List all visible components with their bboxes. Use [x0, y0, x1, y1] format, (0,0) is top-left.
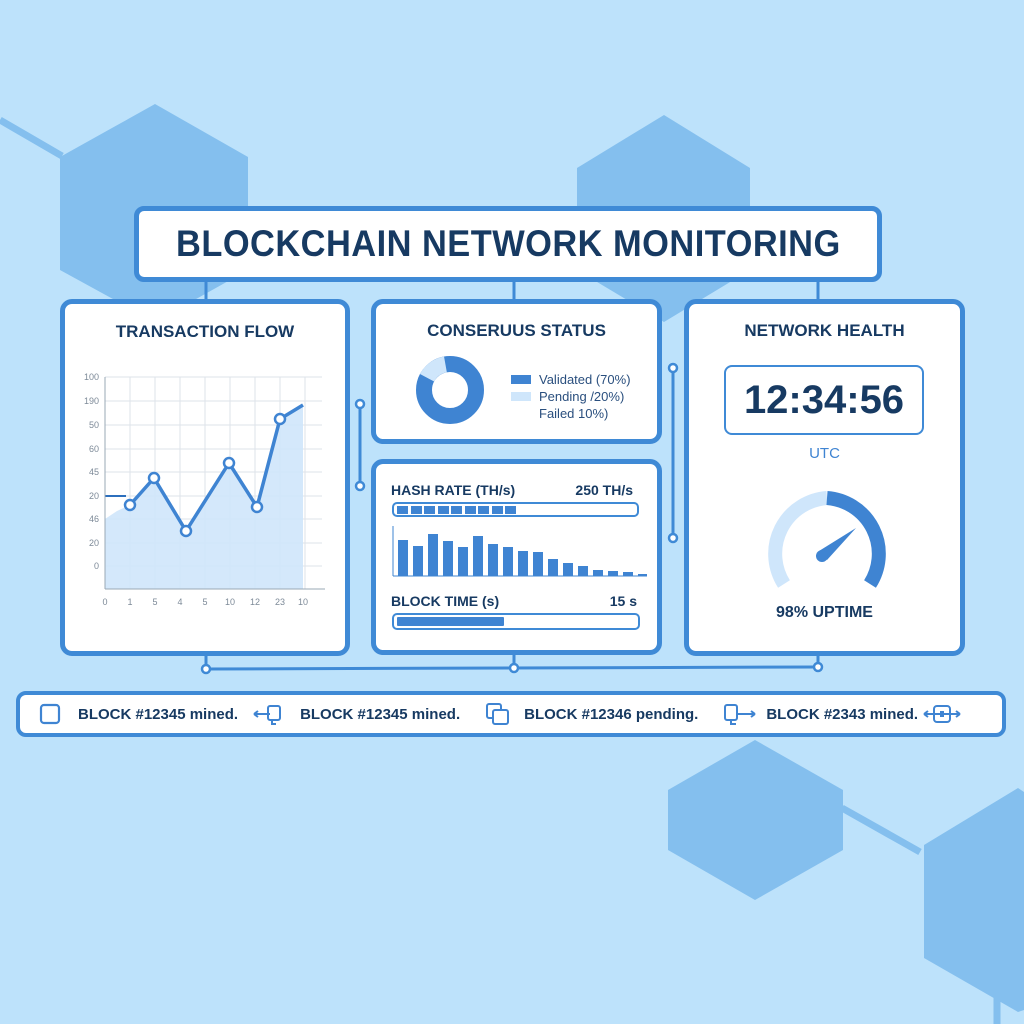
svg-text:50: 50 [89, 420, 99, 430]
svg-text:60: 60 [89, 444, 99, 454]
block-time-progress-fill [397, 617, 505, 626]
legend-validated: Validated (70%) [511, 371, 631, 388]
legend-swatch-validated [511, 375, 531, 384]
header-title-box: BLOCKCHAIN NETWORK MONITORING [134, 206, 882, 282]
block-time-label: BLOCK TIME (s) [391, 593, 500, 609]
svg-text:20: 20 [89, 538, 99, 548]
hash-rate-value: 250 TH/s [575, 482, 633, 498]
svg-text:5: 5 [152, 597, 157, 607]
svg-text:190: 190 [84, 396, 99, 406]
link-out-icon [722, 702, 758, 726]
consensus-status-title: CONSERUUS STATUS [427, 321, 606, 340]
transaction-flow-chart: 100 190 50 60 45 20 46 20 0 0 1 5 4 5 10… [84, 372, 325, 607]
feed-item[interactable]: BLOCK #12346 pending. [484, 702, 698, 726]
consensus-donut-chart [416, 356, 484, 424]
network-health-panel: NETWORK HEALTH 12:34:56 UTC 98% UPTIME [684, 299, 965, 656]
svg-text:45: 45 [89, 467, 99, 477]
svg-text:1: 1 [127, 597, 132, 607]
hash-rate-label: HASH RATE (TH/s) [391, 482, 516, 498]
svg-text:0: 0 [102, 597, 107, 607]
svg-text:4: 4 [177, 597, 182, 607]
svg-text:12: 12 [250, 597, 260, 607]
svg-text:10: 10 [298, 597, 308, 607]
block-time-value: 15 s [609, 593, 637, 609]
svg-text:100: 100 [84, 372, 99, 382]
square-icon [36, 702, 64, 726]
svg-text:0: 0 [94, 561, 99, 571]
svg-text:20: 20 [89, 491, 99, 501]
transaction-flow-panel: TRANSACTION FLOW [60, 299, 350, 656]
transaction-flow-title: TRANSACTION FLOW [115, 322, 295, 341]
feed-item[interactable]: BLOCK #2343 mined. [722, 702, 962, 726]
legend-pending: Pending /20%) [511, 388, 631, 405]
hash-rate-segment-bar [392, 502, 639, 517]
block-activity-feed: BLOCK #12345 mined. BLOCK #12345 mined. … [16, 691, 1006, 737]
transfer-icon [922, 702, 962, 726]
consensus-status-panel: CONSERUUS STATUS Validated (70%) Pending… [371, 299, 662, 444]
timezone-label: UTC [809, 445, 840, 462]
consensus-legend: Validated (70%) Pending /20%) Failed 10%… [511, 371, 631, 422]
svg-text:5: 5 [202, 597, 207, 607]
legend-swatch-pending [511, 392, 531, 401]
uptime-label: 98% UPTIME [776, 604, 873, 621]
feed-item[interactable]: BLOCK #12345 mined. [252, 702, 460, 726]
utc-clock: 12:34:56 [724, 365, 924, 435]
hash-rate-panel: HASH RATE (TH/s) 250 TH/s BLOC [371, 459, 662, 655]
feed-item[interactable]: BLOCK #12345 mined. [36, 702, 238, 726]
legend-failed: Failed 10%) [539, 406, 609, 421]
svg-text:23: 23 [275, 597, 285, 607]
block-time-progress-bar [392, 613, 640, 630]
page-title: BLOCKCHAIN NETWORK MONITORING [175, 223, 841, 264]
svg-text:10: 10 [225, 597, 235, 607]
copy-icon [484, 702, 512, 726]
svg-text:46: 46 [89, 514, 99, 524]
link-in-icon [252, 702, 288, 726]
uptime-gauge-icon [768, 491, 886, 588]
hash-rate-bar-chart [392, 526, 647, 577]
network-health-title: NETWORK HEALTH [744, 321, 905, 340]
